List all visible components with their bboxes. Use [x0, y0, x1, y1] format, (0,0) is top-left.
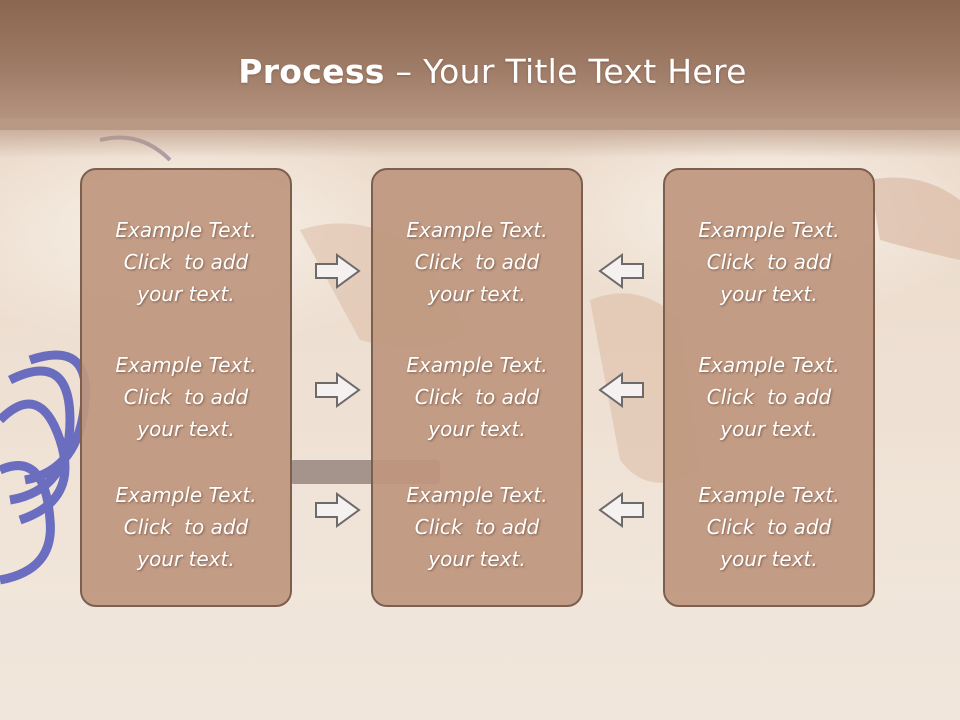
text-line: Click to add: [706, 250, 832, 274]
left-arrow-icon[interactable]: [596, 490, 646, 530]
process-box-center[interactable]: Example Text. Click to add your text. Ex…: [371, 168, 583, 607]
right-arrow-icon[interactable]: [313, 490, 363, 530]
text-placeholder[interactable]: Example Text. Click to add your text.: [373, 214, 581, 310]
left-arrow-icon[interactable]: [596, 370, 646, 410]
text-line: Click to add: [414, 385, 540, 409]
process-box-left[interactable]: Example Text. Click to add your text. Ex…: [80, 168, 292, 607]
text-line: Example Text.: [406, 483, 548, 507]
text-line: Example Text.: [698, 218, 840, 242]
title-bold: Process: [238, 52, 385, 91]
text-placeholder[interactable]: Example Text. Click to add your text.: [665, 479, 873, 575]
right-arrow-icon[interactable]: [313, 370, 363, 410]
text-placeholder[interactable]: Example Text. Click to add your text.: [82, 349, 290, 445]
right-arrow-icon[interactable]: [313, 251, 363, 291]
text-line: your text.: [137, 417, 235, 441]
text-line: Example Text.: [115, 218, 257, 242]
text-line: Example Text.: [698, 483, 840, 507]
text-line: Click to add: [123, 515, 249, 539]
title-band: [0, 0, 960, 130]
slide-title[interactable]: Process – Your Title Text Here: [0, 52, 960, 91]
left-arrow-icon[interactable]: [596, 251, 646, 291]
text-placeholder[interactable]: Example Text. Click to add your text.: [82, 479, 290, 575]
text-line: your text.: [428, 282, 526, 306]
text-line: Example Text.: [115, 483, 257, 507]
text-line: your text.: [137, 547, 235, 571]
text-line: your text.: [428, 417, 526, 441]
text-placeholder[interactable]: Example Text. Click to add your text.: [665, 214, 873, 310]
text-line: Example Text.: [115, 353, 257, 377]
text-line: Example Text.: [698, 353, 840, 377]
title-band-fade: [0, 118, 960, 158]
text-placeholder[interactable]: Example Text. Click to add your text.: [665, 349, 873, 445]
text-line: your text.: [720, 547, 818, 571]
text-placeholder[interactable]: Example Text. Click to add your text.: [82, 214, 290, 310]
process-box-right[interactable]: Example Text. Click to add your text. Ex…: [663, 168, 875, 607]
text-line: Example Text.: [406, 353, 548, 377]
text-line: your text.: [137, 282, 235, 306]
text-line: Example Text.: [406, 218, 548, 242]
text-line: Click to add: [414, 250, 540, 274]
text-placeholder[interactable]: Example Text. Click to add your text.: [373, 479, 581, 575]
text-line: Click to add: [123, 250, 249, 274]
text-line: Click to add: [123, 385, 249, 409]
text-line: your text.: [720, 417, 818, 441]
title-rest: – Your Title Text Here: [384, 52, 747, 91]
text-line: Click to add: [706, 515, 832, 539]
text-line: Click to add: [706, 385, 832, 409]
text-line: your text.: [428, 547, 526, 571]
text-line: Click to add: [414, 515, 540, 539]
text-placeholder[interactable]: Example Text. Click to add your text.: [373, 349, 581, 445]
text-line: your text.: [720, 282, 818, 306]
